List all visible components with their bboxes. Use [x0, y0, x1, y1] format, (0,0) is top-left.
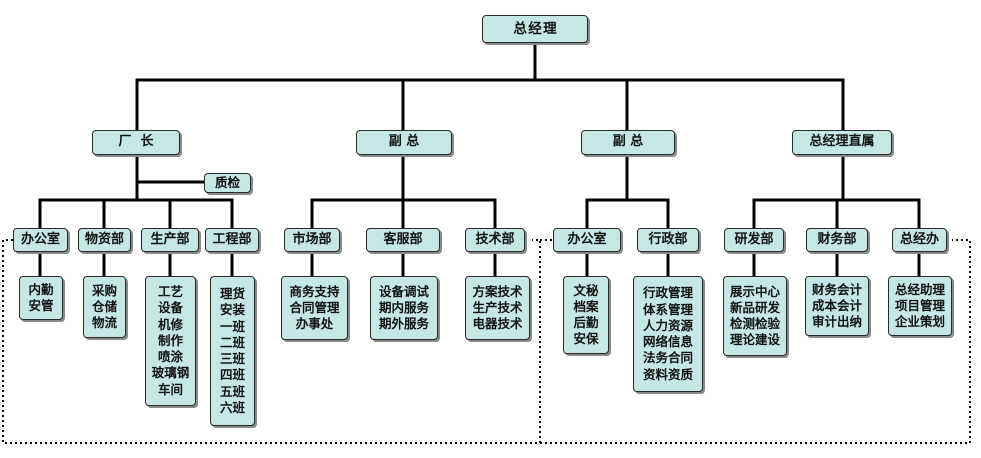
dept-production: 生产部 [141, 228, 199, 252]
node-ceo: 总经理 [482, 15, 588, 43]
dept-gm-office: 总经办 [892, 228, 947, 252]
detail-customer-service: 设备调试 期内服务 期外服务 [370, 276, 438, 340]
dept-office2: 办公室 [553, 228, 621, 252]
node-vp1: 副 总 [356, 130, 452, 155]
node-ceo-direct: 总经理直属 [792, 130, 892, 155]
dept-finance: 财务部 [806, 228, 868, 252]
detail-engineering: 理货 安装 一班 二班 三班 四班 五班 六班 [210, 276, 255, 426]
detail-admin: 行政管理 体系管理 人力资源 网络信息 法务合同 资料资质 [633, 276, 703, 392]
dept-rnd: 研发部 [724, 228, 784, 252]
dept-materials: 物资部 [78, 228, 131, 252]
detail-materials: 采购 仓储 物流 [83, 276, 126, 338]
dept-customer-service: 客服部 [366, 228, 440, 252]
detail-marketing: 商务支持 合同管理 办事处 [281, 276, 348, 340]
detail-rnd: 展示中心 新品研发 检测检验 理论建设 [723, 276, 787, 356]
dept-marketing: 市场部 [284, 228, 340, 252]
detail-finance: 财务会计 成本会计 审计出纳 [805, 276, 869, 336]
dept-admin: 行政部 [637, 228, 699, 252]
detail-production: 工艺 设备 机修 制作 喷涂 玻璃钢 车间 [145, 276, 196, 406]
dept-engineering: 工程部 [205, 228, 259, 252]
detail-office2: 文秘 档案 后勤 安保 [563, 276, 609, 354]
detail-office1: 内勤 安管 [19, 276, 63, 320]
node-quality: 质检 [204, 173, 251, 193]
detail-gm-office: 总经助理 项目管理 企业策划 [888, 276, 952, 336]
dept-office1: 办公室 [13, 228, 68, 252]
node-vp2: 副 总 [581, 130, 675, 155]
dept-tech: 技术部 [465, 228, 525, 252]
node-factory-head: 厂 长 [92, 130, 180, 155]
detail-tech: 方案技术 生产技术 电器技术 [465, 276, 530, 340]
